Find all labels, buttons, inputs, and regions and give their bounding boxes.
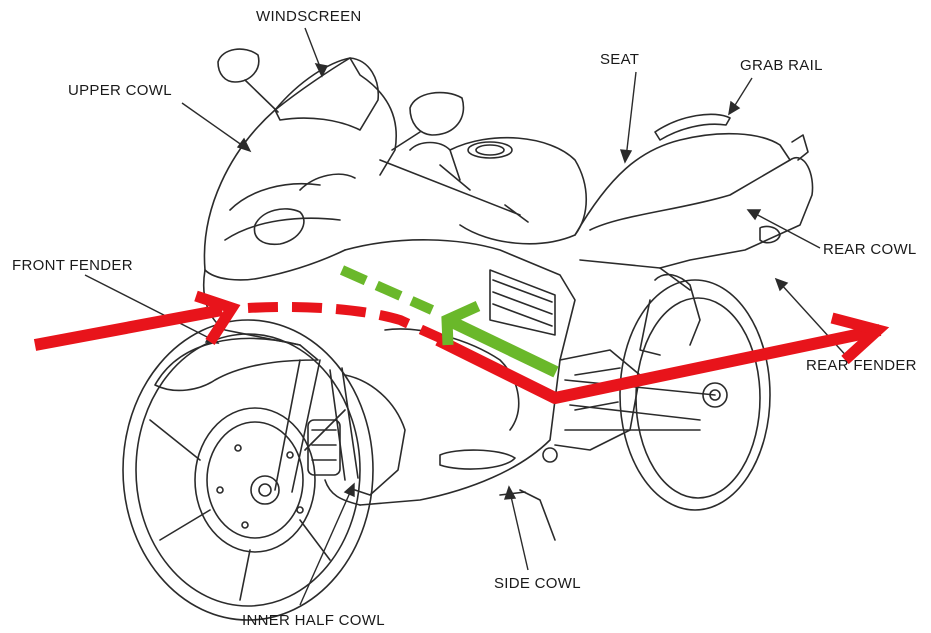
label-upper-cowl: UPPER COWL — [68, 82, 172, 99]
upper-cowl-outline — [203, 57, 397, 281]
red-airflow-arrow-right — [435, 312, 890, 404]
green-dashed-airflow-line — [339, 265, 435, 315]
seat-and-tail — [574, 113, 814, 291]
label-rear-fender: REAR FENDER — [806, 357, 917, 374]
front-fender-outline — [154, 337, 319, 392]
red-airflow-arrow-left — [33, 290, 241, 351]
label-windscreen: WINDSCREEN — [256, 8, 362, 25]
inner-half-cowl-outline — [344, 374, 406, 496]
label-rear-cowl: REAR COWL — [823, 241, 917, 258]
front-wheel — [122, 319, 374, 621]
windscreen-outline — [274, 57, 379, 131]
label-seat: SEAT — [600, 51, 640, 68]
label-front-fender: FRONT FENDER — [12, 257, 133, 274]
label-inner-half-cowl: INNER HALF COWL — [242, 612, 385, 629]
label-grab-rail: GRAB RAIL — [740, 57, 823, 74]
mirrors — [217, 48, 465, 151]
handlebars-and-tank — [379, 136, 588, 245]
label-side-cowl: SIDE COWL — [494, 575, 581, 592]
engine-area — [499, 349, 641, 541]
front-fork — [274, 359, 359, 493]
side-cowl-outline — [202, 239, 576, 506]
green-airflow-arrow — [441, 300, 559, 378]
leader-lines — [84, 27, 851, 606]
red-dashed-airflow-line — [247, 301, 443, 343]
